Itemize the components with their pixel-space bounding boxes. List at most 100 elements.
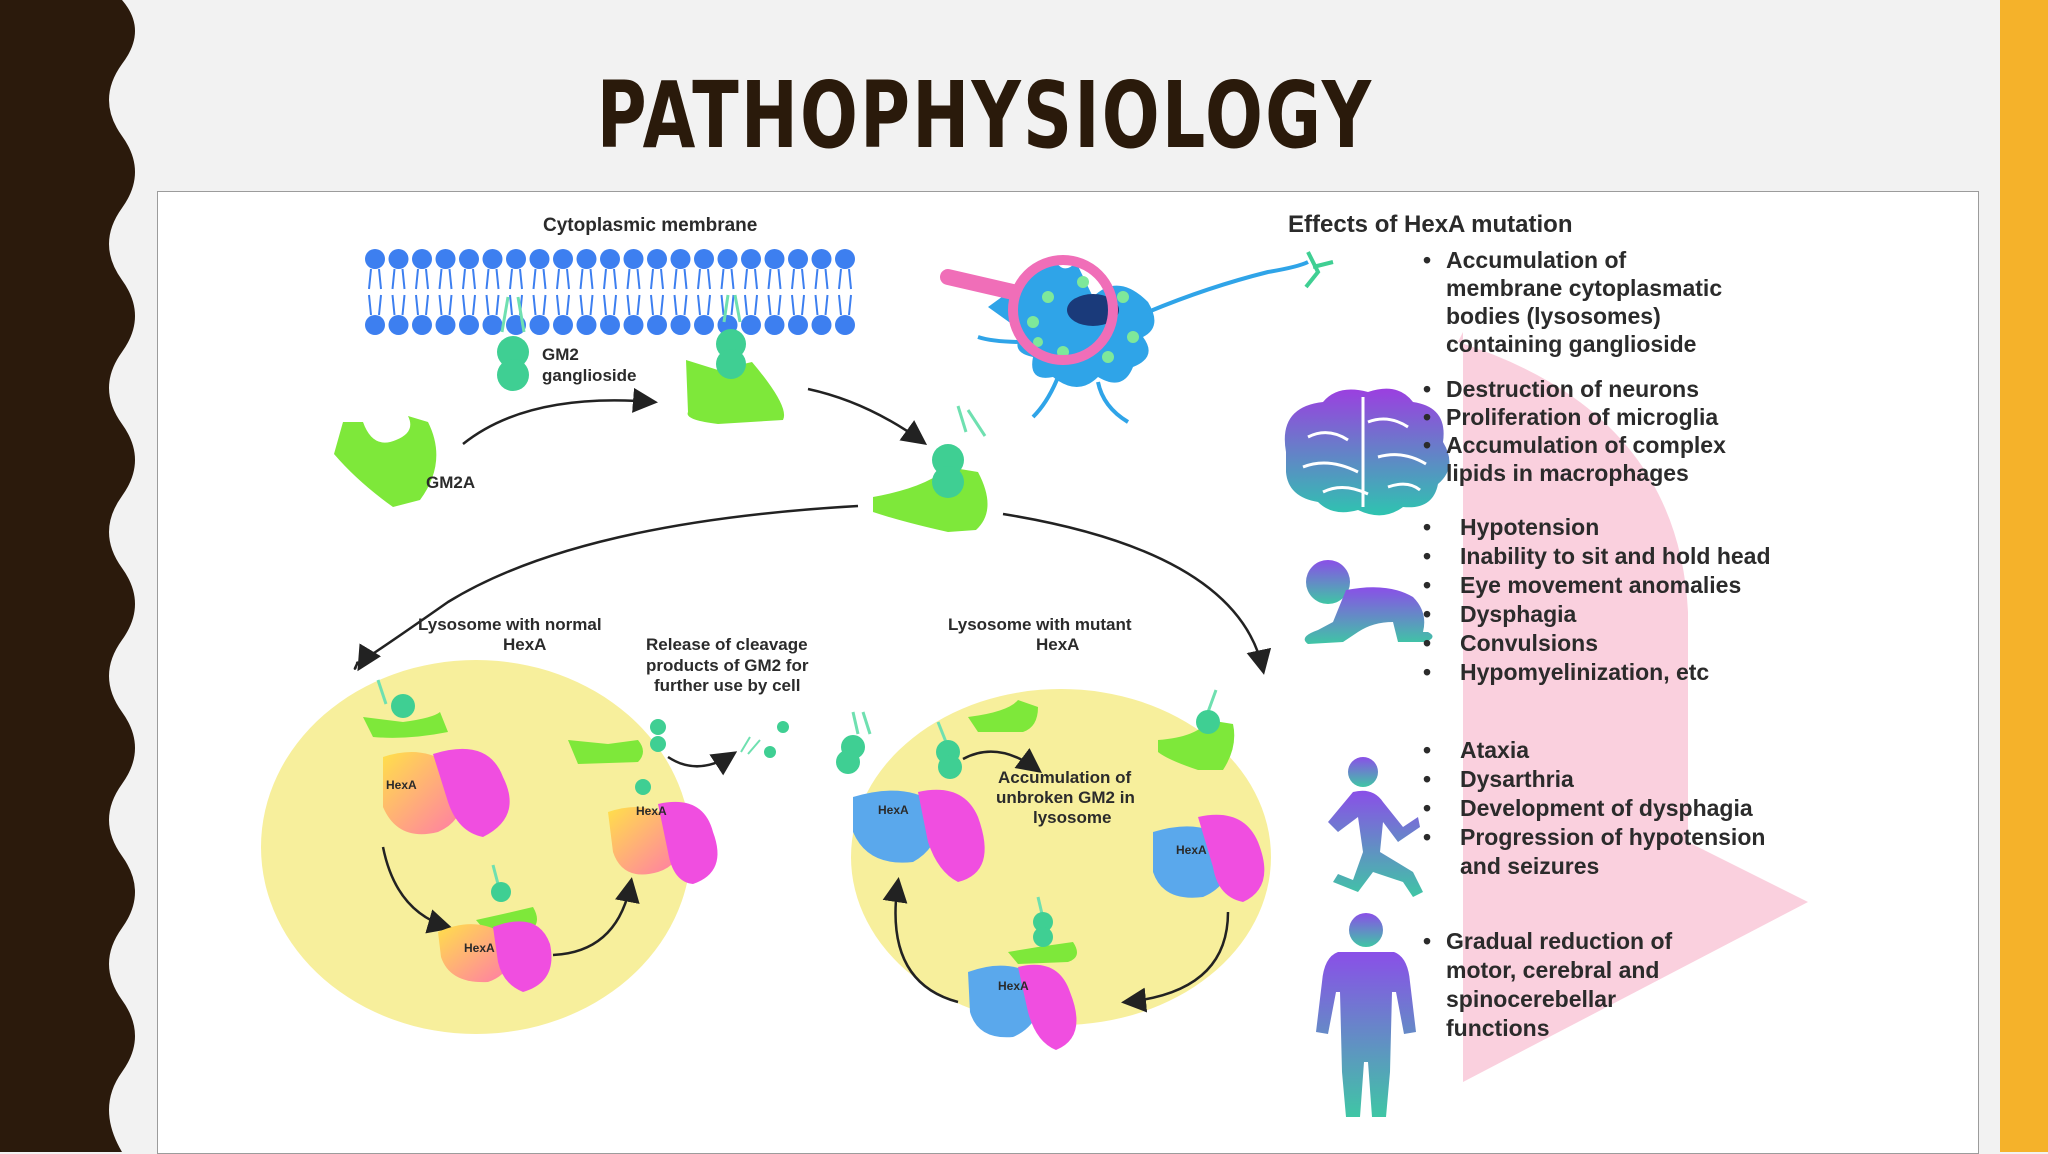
effects-title: Effects of HexA mutation [1288,211,1572,238]
slide-title: PATHOPHYSIOLOGY [596,62,1374,169]
bullets-brain: • Destruction of neurons • Proliferation… [1423,376,1726,486]
svg-text:containing ganglioside: containing ganglioside [1446,331,1696,357]
bullets-infant: • Hypotension • Inability to sit and hol… [1423,514,1771,685]
lipid-head [788,249,808,269]
release-label-2: products of GM2 for [646,656,809,675]
lipid-head [694,249,714,269]
hexa-enzyme-normal-3: HexA [608,779,718,884]
lipid-head [600,315,620,335]
svg-text:Convulsions: Convulsions [1460,630,1598,656]
svg-text:•: • [1423,630,1431,656]
svg-text:•: • [1423,824,1431,850]
lipid-head [741,249,761,269]
svg-text:Eye movement anomalies: Eye movement anomalies [1460,572,1741,598]
svg-text:membrane cytoplasmatic: membrane cytoplasmatic [1446,275,1722,301]
svg-text:Progression of hypotension: Progression of hypotension [1460,824,1765,850]
lipid-tail [415,268,429,316]
lipid-tail [532,268,547,316]
membrane-label: Cytoplasmic membrane [543,215,757,236]
soluble-complex [873,405,988,532]
lipid-head [764,249,785,269]
svg-text:HexA: HexA [1176,843,1207,857]
lipid-tail [814,268,829,316]
lipid-tail [391,268,406,316]
lipid-head [412,249,432,269]
bullets-child: • Ataxia • Dysarthria • Development of d… [1423,737,1765,879]
svg-text:Inability to sit and hold head: Inability to sit and hold head [1460,543,1771,569]
svg-text:•: • [1423,376,1431,402]
hexa-mutant-2: HexA [1153,814,1265,902]
lipid-tail [485,268,500,316]
hexa-enzyme-normal-1: HexA [383,748,510,837]
svg-text:HexA: HexA [878,803,909,817]
svg-text:•: • [1423,572,1431,598]
lipid-head [529,249,550,269]
svg-text:spinocerebellar: spinocerebellar [1446,986,1616,1012]
lipid-head [553,249,573,269]
svg-text:HexA: HexA [636,804,667,818]
svg-text:Hypomyelinization, etc: Hypomyelinization, etc [1460,659,1709,685]
svg-text:Accumulation of complex: Accumulation of complex [1446,432,1726,458]
cytoplasmic-membrane [365,249,855,335]
lipid-head [811,249,832,269]
svg-text:•: • [1423,404,1431,430]
svg-text:bodies (lysosomes): bodies (lysosomes) [1446,303,1661,329]
svg-text:Development of dysphagia: Development of dysphagia [1460,795,1753,821]
svg-text:•: • [1423,247,1431,273]
lipid-head [670,249,691,269]
infant-icon [1304,560,1433,644]
lipid-head [647,315,667,335]
lipid-head [623,249,644,269]
hexa-mutant-1: HexA [853,789,985,882]
lipid-tail [462,268,476,316]
lipid-head [764,315,785,335]
lipid-head [694,315,714,335]
mutant-lysosome-label-1: Lysosome with mutant [948,615,1132,634]
normal-lysosome-label-2: HexA [503,635,546,654]
lipid-head [435,249,456,269]
svg-text:•: • [1423,737,1431,763]
svg-text:•: • [1423,514,1431,540]
lipid-head [647,249,667,269]
pathophysiology-figure: Cytoplasmic membrane GM2 ganglioside GM2… [157,191,1979,1154]
svg-text:lipids in macrophages: lipids in macrophages [1446,460,1689,486]
lipid-head [365,315,385,335]
svg-text:•: • [1423,795,1431,821]
svg-text:•: • [1423,928,1431,954]
lipid-tail [650,268,664,316]
lipid-head [741,315,761,335]
lipid-head [835,315,855,335]
lipid-head [576,315,597,335]
svg-text:Ataxia: Ataxia [1460,737,1529,763]
lipid-head [388,315,409,335]
lipid-tail [767,268,782,316]
lipid-tail [509,268,523,316]
lipid-tail [438,268,453,316]
lipid-head [811,315,832,335]
child-icon [1328,757,1423,897]
accumulation-label-1: Accumulation of [998,768,1132,787]
lipid-head [388,249,409,269]
ganglioside-label: ganglioside [542,366,636,385]
lipid-tail [579,268,594,316]
svg-text:Accumulation of: Accumulation of [1446,247,1627,273]
brain-icon [1284,388,1450,516]
lipid-head [576,249,597,269]
gm2a-activator [334,416,437,507]
gm2a-label: GM2A [426,473,475,492]
lipid-tail [791,268,805,316]
lipid-head [506,249,526,269]
lipid-head [459,315,479,335]
lipid-tail [838,268,852,316]
bullets-neuron: • Accumulation of membrane cytoplasmatic… [1423,247,1722,357]
lipid-head [412,315,432,335]
complex-mutant-entering [1158,689,1235,770]
svg-text:HexA: HexA [464,941,495,955]
svg-text:Dysarthria: Dysarthria [1460,766,1574,792]
svg-text:Proliferation of microglia: Proliferation of microglia [1446,404,1718,430]
bullets-adult: • Gradual reduction of motor, cerebral a… [1423,928,1673,1041]
lipid-tail [626,268,641,316]
mutant-lysosome-label-2: HexA [1036,635,1079,654]
lipid-head [623,315,644,335]
lipid-head [365,249,385,269]
